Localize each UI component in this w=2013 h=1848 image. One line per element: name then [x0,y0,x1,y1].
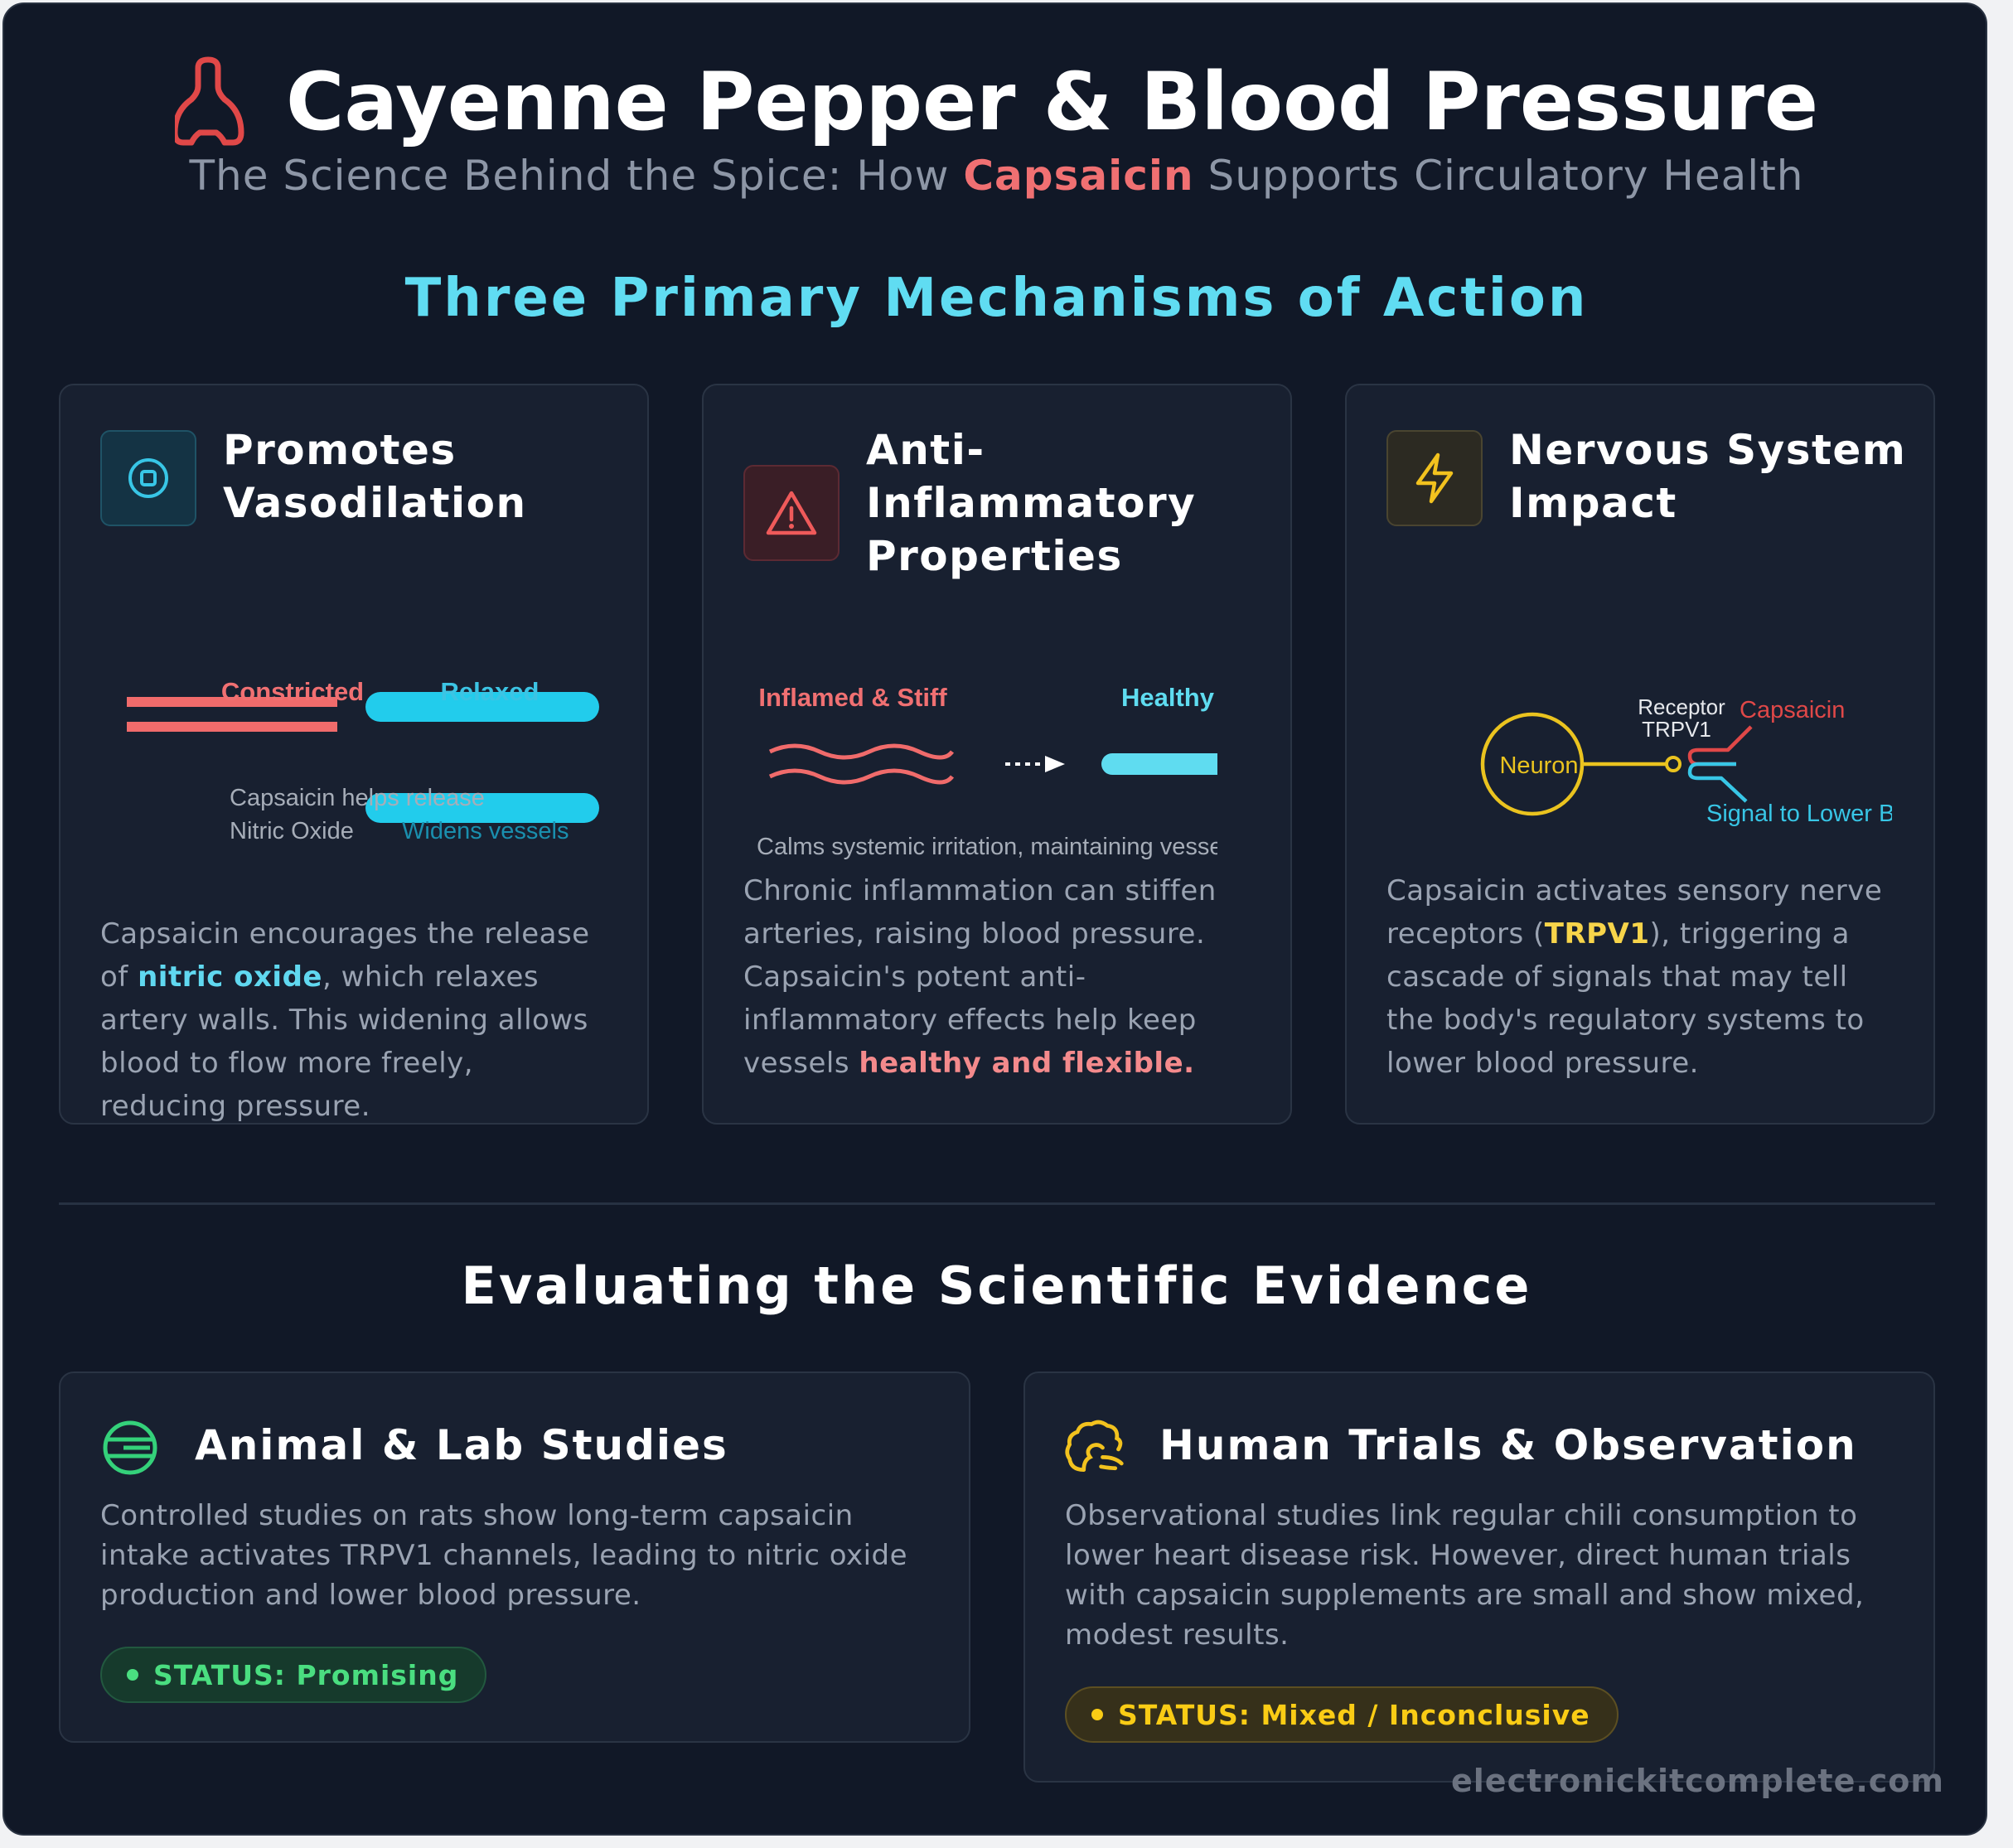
evidence-card-animal-lab: Animal & Lab Studies Controlled studies … [59,1371,970,1743]
body-highlight: healthy and flexible. [859,1047,1195,1080]
inflammation-caption: Calms systemic irritation, maintaining v… [757,834,1228,860]
capsaicin-label: Capsaicin [1740,697,1845,723]
healthy-label: Healthy & Flex [1121,683,1267,712]
evidence-body: Observational studies link regular chili… [1065,1499,1865,1652]
inflammation-diagram: Inflamed & Stiff Healthy & Flex Calms sy… [757,683,1267,860]
vasodilation-diagram: Constricted Relaxed Capsaicin helps rele… [127,677,599,844]
status-badge: STATUS: Mixed / Inconclusive [1065,1686,1619,1743]
mechanism-card-anti-inflammatory: Anti-Inflammatory Properties Inflamed & … [702,384,1292,1125]
evidence-title: Animal & Lab Studies [195,1421,728,1469]
relaxed-label: Relaxed [441,677,540,706]
signal-label: Signal to Lower BP [1706,801,1910,827]
caption-line1: Capsaicin helps release [230,785,485,811]
mechanism-card-nervous-system: Nervous System Impact Neuron Receptor TR… [1345,384,1935,1125]
mechanisms-heading: Three Primary Mechanisms of Action [404,268,1589,329]
relaxed-vessel-top [365,692,599,722]
evidence-card-human-trials: Human Trials & Observation Observational… [1023,1371,1935,1783]
page-title: Cayenne Pepper & Blood Pressure [285,56,1819,148]
vessel-icon [100,430,196,526]
evidence-body: Controlled studies on rats show long-ter… [100,1499,908,1612]
axon-terminal [1665,756,1682,772]
healthy-vessel [1101,753,1217,775]
relaxed-vessel-bottom [365,793,599,823]
inflamed-wave-top [768,743,955,760]
nervous-system-diagram: Neuron Receptor TRPV1 Capsaicin Signal t… [1480,694,1910,827]
body-post: , which relaxes artery walls. This widen… [100,960,588,1123]
subtitle-highlight: Capsaicin [963,152,1194,200]
brain-icon [1065,1420,1124,1472]
section-divider [59,1202,1935,1205]
body-pre: Capsaicin activates sensory nerve recept… [1386,874,1883,951]
card-body: Capsaicin encourages the release of nitr… [100,912,606,1128]
watermark: electronickitcomplete.com [1451,1763,1944,1799]
signal-line [1687,762,1748,803]
body-pre: Chronic inflammation can stiffen arterie… [743,874,1217,1080]
subtitle-post: Supports Circulatory Health [1193,152,1804,200]
status-badge: STATUS: Promising [100,1647,487,1703]
body-highlight: nitric oxide [138,960,322,994]
card-title: Nervous System Impact [1509,426,1907,527]
card-title: Promotes Vasodilation [223,426,527,527]
caption-right: Widens vessels [402,818,569,844]
mechanism-card-vasodilation: Promotes Vasodilation Constricted Relaxe… [59,384,649,1125]
neuron-label: Neuron [1499,752,1578,779]
card-body: Capsaicin activates sensory nerve recept… [1386,869,1892,1085]
evidence-heading: Evaluating the Scientific Evidence [461,1255,1532,1316]
vessel-icon-glyph [128,458,168,498]
page-subtitle: The Science Behind the Spice: How Capsai… [4,152,1986,200]
subtitle-pre: The Science Behind the Spice: How [189,152,964,200]
lightning-glyph [1415,452,1454,504]
evidence-title: Human Trials & Observation [1159,1421,1857,1469]
lightning-icon [1386,430,1483,526]
receptor-label-1: Receptor [1638,694,1725,719]
status-dot [127,1669,138,1681]
constricted-wall-bottom [127,722,337,732]
alert-triangle-icon [743,465,840,561]
receptor-label-2: TRPV1 [1642,717,1711,742]
arrow-head [1045,756,1065,772]
pepper-icon [174,56,244,146]
lab-icon [103,1420,157,1475]
header: Cayenne Pepper & Blood Pressure [4,52,1986,152]
status-text: STATUS: Mixed / Inconclusive [1118,1698,1590,1731]
constricted-label: Constricted [221,677,364,706]
infographic-frame: Cayenne Pepper & Blood Pressure The Scie… [2,2,1987,1836]
body-pre: Capsaicin encourages the release of [100,917,590,994]
alert-triangle-glyph [766,491,817,535]
constricted-wall-top [127,697,337,707]
status-dot [1091,1709,1103,1720]
card-title: Anti-Inflammatory Properties [866,426,1197,580]
status-text: STATUS: Promising [153,1658,459,1691]
caption-line2: Nitric Oxide [230,818,354,844]
body-post: ), triggering a cascade of signals that … [1386,917,1865,1080]
inflamed-label: Inflamed & Stiff [758,683,947,712]
inflamed-wave-bottom [768,768,955,785]
body-highlight: TRPV1 [1544,917,1650,951]
card-body: Chronic inflammation can stiffen arterie… [743,869,1249,1085]
